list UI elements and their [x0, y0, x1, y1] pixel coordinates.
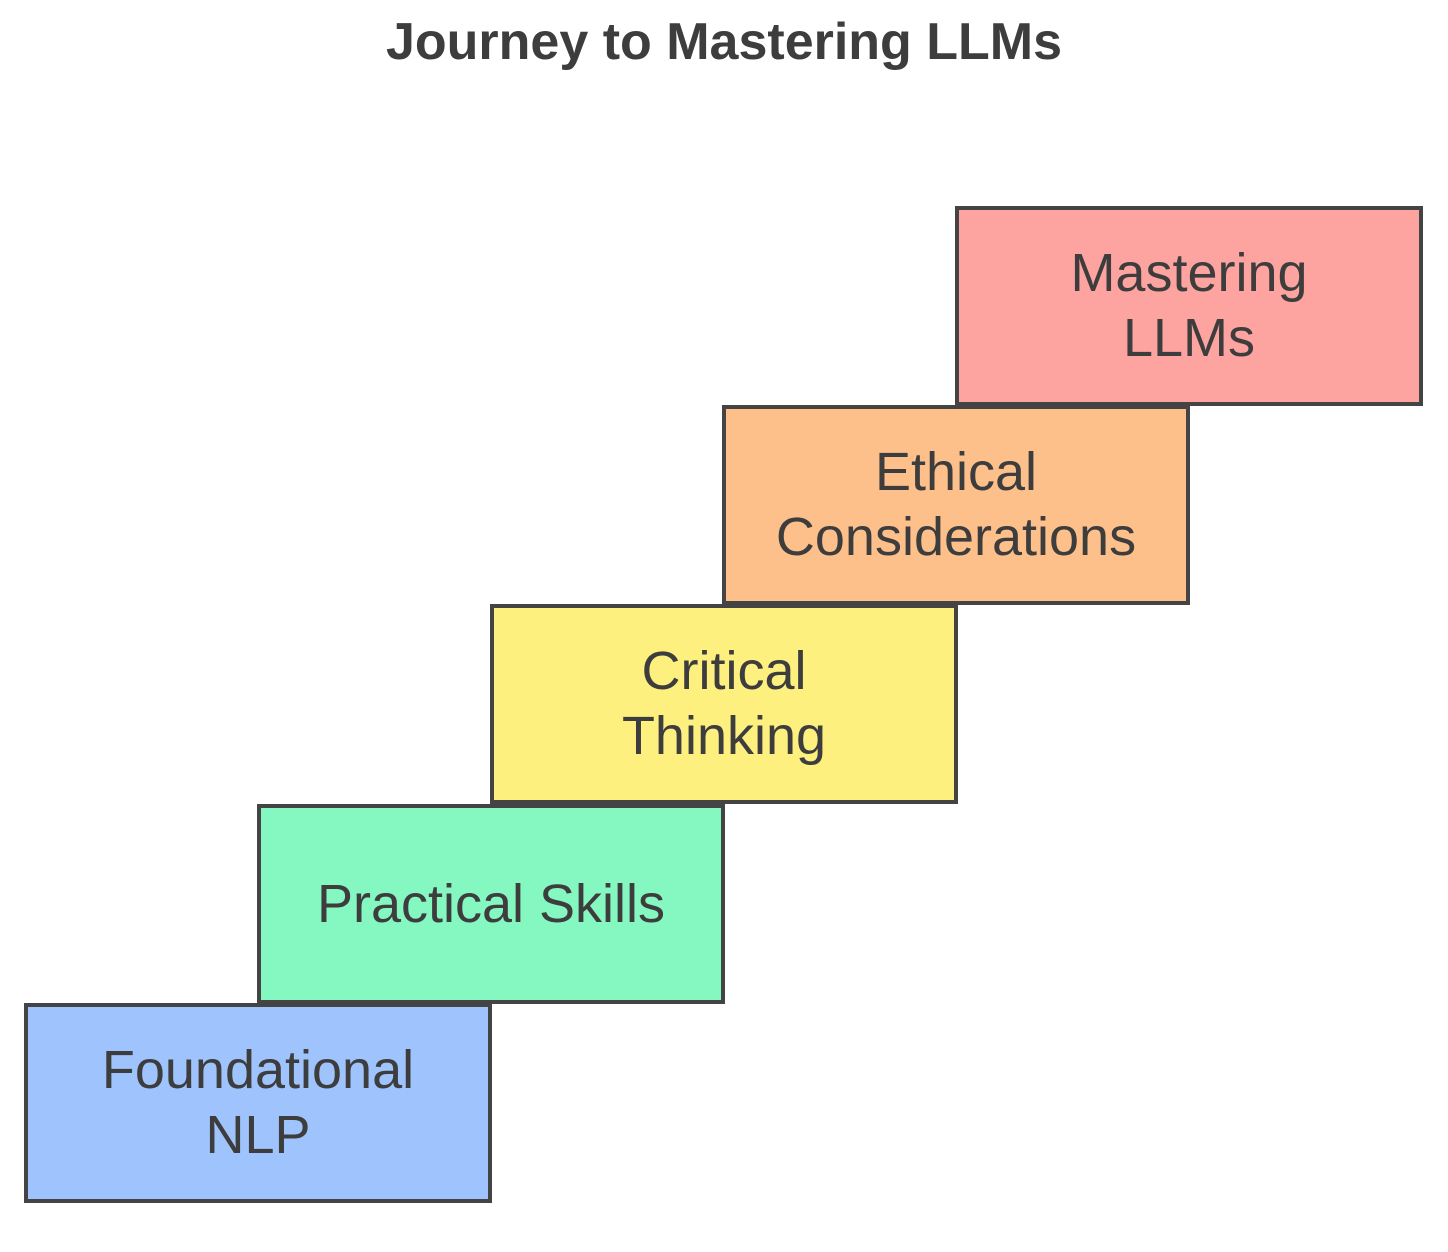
step-mastering-llms: Mastering LLMs — [955, 206, 1423, 406]
diagram-title: Journey to Mastering LLMs — [385, 13, 1063, 71]
step-critical-thinking: Critical Thinking — [490, 604, 958, 804]
step-label: Practical Skills — [316, 873, 666, 934]
step-label: Critical Thinking — [621, 641, 827, 766]
step-label: Foundational NLP — [101, 1040, 415, 1165]
step-practical-skills: Practical Skills — [257, 804, 725, 1004]
step-foundational-nlp: Foundational NLP — [24, 1003, 492, 1203]
step-label: Mastering LLMs — [1070, 243, 1308, 368]
step-label: Ethical Considerations — [775, 442, 1137, 567]
step-ethical-considerations: Ethical Considerations — [722, 405, 1190, 605]
